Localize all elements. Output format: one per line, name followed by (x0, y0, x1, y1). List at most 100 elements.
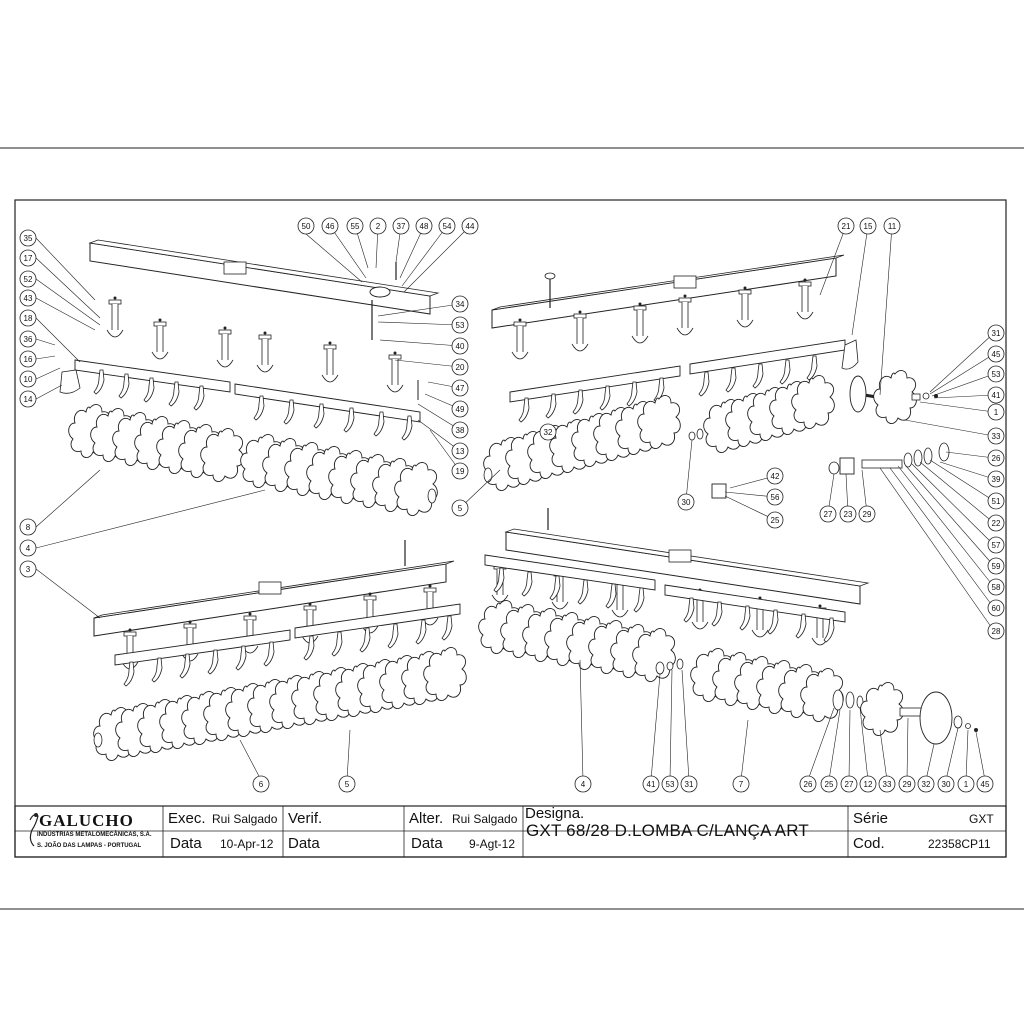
gang-assembly-bottom-left (93, 540, 467, 761)
balloon-label: 36 (24, 335, 33, 344)
balloon-label: 46 (326, 222, 335, 231)
leader-lines (35, 225, 995, 781)
balloon-label: 5 (345, 780, 350, 789)
balloon-label: 48 (420, 222, 429, 231)
balloon-label: 19 (456, 467, 465, 476)
balloon-label: 32 (922, 780, 931, 789)
balloon-label: 53 (456, 321, 465, 330)
title-block: GALUCHO INDÚSTRIAS METALOMECÂNICAS, S.A.… (15, 805, 1006, 857)
balloon-label: 45 (981, 780, 990, 789)
balloon-label: 8 (26, 523, 31, 532)
balloon-label: 33 (883, 780, 892, 789)
balloon-label: 59 (992, 562, 1001, 571)
company-name: GALUCHO (39, 811, 134, 830)
balloon-group-bottom-row: 6 5 4 41 53 31 7 26 25 27 12 33 29 32 30… (252, 775, 994, 793)
balloon-group-left-top: 35 17 52 43 18 36 16 10 14 (19, 229, 37, 408)
part-balloons: 50 46 55 2 37 48 54 44 35 17 52 43 18 36… (19, 217, 1005, 793)
gang-assembly-top-left (59, 239, 440, 516)
balloon-label: 4 (26, 544, 31, 553)
balloon-label: 60 (992, 604, 1001, 613)
balloon-label: 16 (24, 355, 33, 364)
balloon-label: 14 (24, 395, 33, 404)
balloon-label: 43 (24, 294, 33, 303)
galucho-logo-mark (29, 813, 39, 847)
balloon-label: 10 (24, 375, 33, 384)
balloon-label: 41 (992, 391, 1001, 400)
balloon-label: 30 (942, 780, 951, 789)
series-value: GXT (969, 812, 994, 826)
alter-value: Rui Salgado (452, 812, 518, 826)
balloon-label: 56 (771, 493, 780, 502)
exec-label: Exec. (168, 810, 206, 827)
balloon-label: 1 (964, 780, 969, 789)
date-value-exec: 10-Apr-12 (220, 837, 274, 851)
balloon-label: 1 (994, 408, 999, 417)
title-block-grid (14, 805, 1007, 858)
balloon-label: 40 (456, 342, 465, 351)
balloon-group-top-center: 50 46 55 2 37 48 54 44 (297, 217, 479, 235)
balloon-label: 30 (682, 498, 691, 507)
code-value: 22358CP11 (928, 837, 991, 851)
balloon-label: 28 (992, 627, 1001, 636)
balloon-label: 7 (739, 780, 744, 789)
balloon-label: 50 (302, 222, 311, 231)
gang-assembly-top-right (483, 254, 950, 499)
balloon-label: 21 (842, 222, 851, 231)
balloon-label: 58 (992, 583, 1001, 592)
balloon-label: 18 (24, 314, 33, 323)
balloon-label: 29 (863, 510, 872, 519)
balloon-label: 31 (992, 329, 1001, 338)
balloon-label: 37 (397, 222, 406, 231)
company-subtitle-2: S. JOÃO DAS LAMPAS - PORTUGAL (37, 843, 142, 849)
date-label-verif: Data (288, 835, 320, 852)
balloon-label: 55 (351, 222, 360, 231)
balloon-label: 23 (844, 510, 853, 519)
date-label-alter: Data (411, 835, 443, 852)
balloon-label: 51 (992, 497, 1001, 506)
balloon-label: 3 (26, 565, 31, 574)
balloon-label: 38 (456, 426, 465, 435)
balloon-label: 54 (443, 222, 452, 231)
balloon-label: 12 (864, 780, 873, 789)
balloon-label: 26 (992, 454, 1001, 463)
balloon-group-middle-parts: 42 56 25 30 27 23 29 (677, 467, 876, 529)
balloon-label: 26 (804, 780, 813, 789)
balloon-label: 47 (456, 384, 465, 393)
balloon-label: 6 (259, 780, 264, 789)
balloon-label: 15 (864, 222, 873, 231)
verif-label: Verif. (288, 810, 323, 827)
series-label: Série (853, 810, 889, 827)
code-label: Cod. (853, 835, 885, 852)
balloon-label: 11 (888, 222, 897, 231)
balloon-label: 4 (581, 780, 586, 789)
balloon-label: 5 (458, 504, 463, 513)
balloon-label: 44 (466, 222, 475, 231)
balloon-label: 25 (825, 780, 834, 789)
balloon-label: 25 (771, 516, 780, 525)
gang-assembly-bottom-right (478, 508, 978, 745)
balloon-label: 35 (24, 234, 33, 243)
balloon-label: 32 (544, 428, 553, 437)
company-subtitle-1: INDÚSTRIAS METALOMECÂNICAS, S.A. (37, 832, 152, 838)
designation-value: GXT 68/28 D.LOMBA C/LANÇA ART (526, 821, 809, 840)
balloon-label: 52 (24, 275, 33, 284)
balloon-label: 57 (992, 541, 1001, 550)
balloon-label: 49 (456, 405, 465, 414)
balloon-label: 41 (647, 780, 656, 789)
balloon-label: 45 (992, 350, 1001, 359)
balloon-label: 27 (824, 510, 833, 519)
balloon-label: 2 (376, 222, 381, 231)
balloon-label: 29 (903, 780, 912, 789)
balloon-group-left-middle: 8 4 3 (19, 518, 37, 578)
balloon-label: 34 (456, 300, 465, 309)
balloon-label: 27 (845, 780, 854, 789)
balloon-group-center-right: 34 53 40 20 47 49 38 13 19 (451, 295, 469, 480)
balloon-label: 20 (456, 363, 465, 372)
balloon-label: 53 (992, 370, 1001, 379)
balloon-label: 42 (771, 472, 780, 481)
balloon-label: 13 (456, 447, 465, 456)
balloon-label: 22 (992, 519, 1001, 528)
date-label-exec: Data (170, 835, 202, 852)
balloon-label: 31 (685, 780, 694, 789)
